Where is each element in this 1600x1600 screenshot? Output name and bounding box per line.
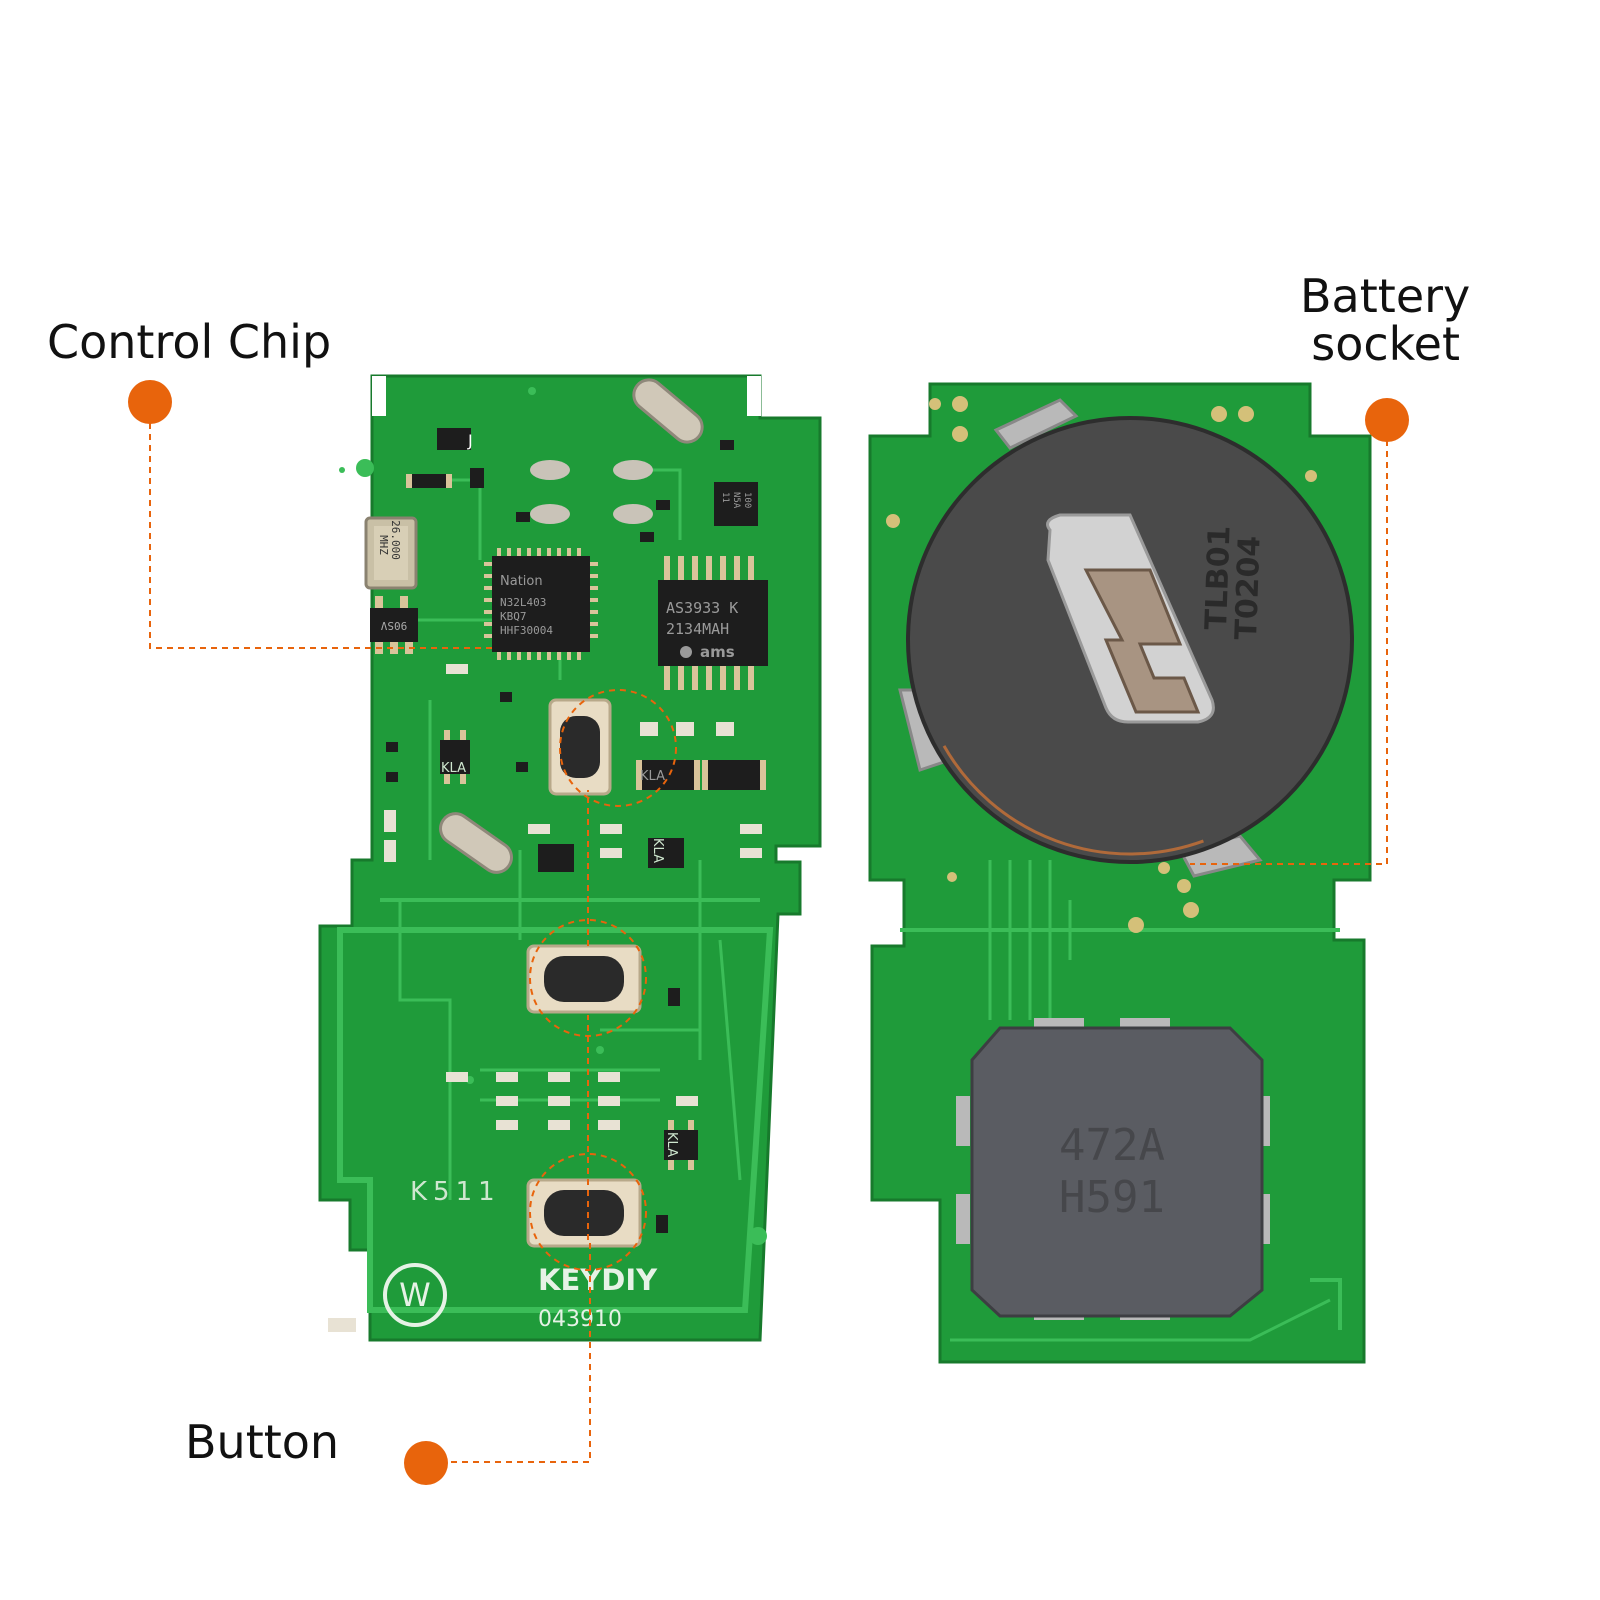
- small-qfn-chip: 100 N5A 11: [714, 482, 758, 526]
- sot-mark-text: 90SV: [380, 619, 407, 632]
- coil-mark-line1: 472A: [1059, 1120, 1165, 1171]
- battery-mark-line1: TLB01: [1199, 525, 1238, 630]
- left-pcb-board: J 26.000 MHZ 90SV Nation N32L403: [318, 374, 822, 1342]
- battery-socket-label: Battery socket: [1300, 269, 1471, 371]
- button-marker-dot: [404, 1441, 448, 1485]
- mcu-part-text: N32L403: [500, 596, 546, 609]
- lf-part-text: AS3933 K: [666, 599, 738, 617]
- battery-socket: TLB01 T0204: [898, 398, 1354, 878]
- button-highlight-bottom: [529, 1153, 647, 1271]
- control-chip-marker-dot: [128, 380, 172, 424]
- mcu-code-text: HHF30004: [500, 624, 553, 637]
- control-chip: Nation N32L403 KBQ7 HHF30004: [484, 548, 598, 660]
- model-text: K511: [410, 1177, 501, 1207]
- serial-text: 043910: [538, 1307, 622, 1332]
- button-highlight-top: [559, 689, 677, 807]
- led: [328, 1318, 356, 1332]
- control-chip-label: Control Chip: [47, 315, 332, 369]
- w-logo-text: W: [399, 1276, 431, 1314]
- qfn-line1: 100: [742, 492, 752, 508]
- kla-mark-2: KLA: [664, 1132, 679, 1157]
- control-chip-leader: [149, 412, 496, 649]
- kla-mark-1: KLA: [441, 761, 466, 776]
- battery-socket-marker-dot: [1365, 398, 1409, 442]
- mcu-lot-text: KBQ7: [500, 610, 527, 623]
- j-component: [437, 428, 471, 450]
- lf-receiver-chip: AS3933 K 2134MAH ams: [658, 556, 768, 690]
- crystal-freq-text: 26.000: [389, 520, 402, 560]
- tactile-button-top: [548, 698, 612, 796]
- tactile-button-bottom: [526, 1178, 642, 1248]
- right-pcb-board: TLB01 T0204 472A H591: [868, 382, 1372, 1364]
- kla-mark-3: KLA: [640, 769, 665, 784]
- battery-mark-line2: T0204: [1229, 535, 1268, 640]
- kla-mark-4: KLA: [650, 838, 665, 863]
- mcu-brand-text: Nation: [500, 574, 543, 589]
- battery-socket-leader: [1190, 440, 1388, 865]
- coil-mark-line2: H591: [1059, 1172, 1165, 1223]
- j-mark-text: J: [467, 431, 473, 450]
- button-label: Button: [185, 1415, 340, 1469]
- battery-socket-label-line2: socket: [1311, 317, 1460, 371]
- smd-components: [384, 440, 766, 1233]
- tactile-button-middle: [526, 944, 642, 1014]
- battery-socket-label-line1: Battery: [1300, 269, 1471, 323]
- lf-coil: 472A H591: [956, 1018, 1270, 1320]
- button-leader-lower: [440, 1240, 591, 1463]
- callout-leaders: [149, 412, 1388, 1463]
- w-logo-circle: [383, 1263, 447, 1327]
- qfn-line3: 11: [720, 492, 730, 503]
- crystal-oscillator: 26.000 MHZ: [364, 516, 418, 590]
- lf-lot-text: 2134MAH: [666, 620, 729, 638]
- button-highlight-middle: [529, 919, 647, 1037]
- brand-text: KEYDIY: [538, 1263, 658, 1297]
- qfn-line2: N5A: [731, 492, 741, 509]
- lf-brand-text: ams: [700, 643, 735, 661]
- crystal-unit-text: MHZ: [377, 535, 390, 555]
